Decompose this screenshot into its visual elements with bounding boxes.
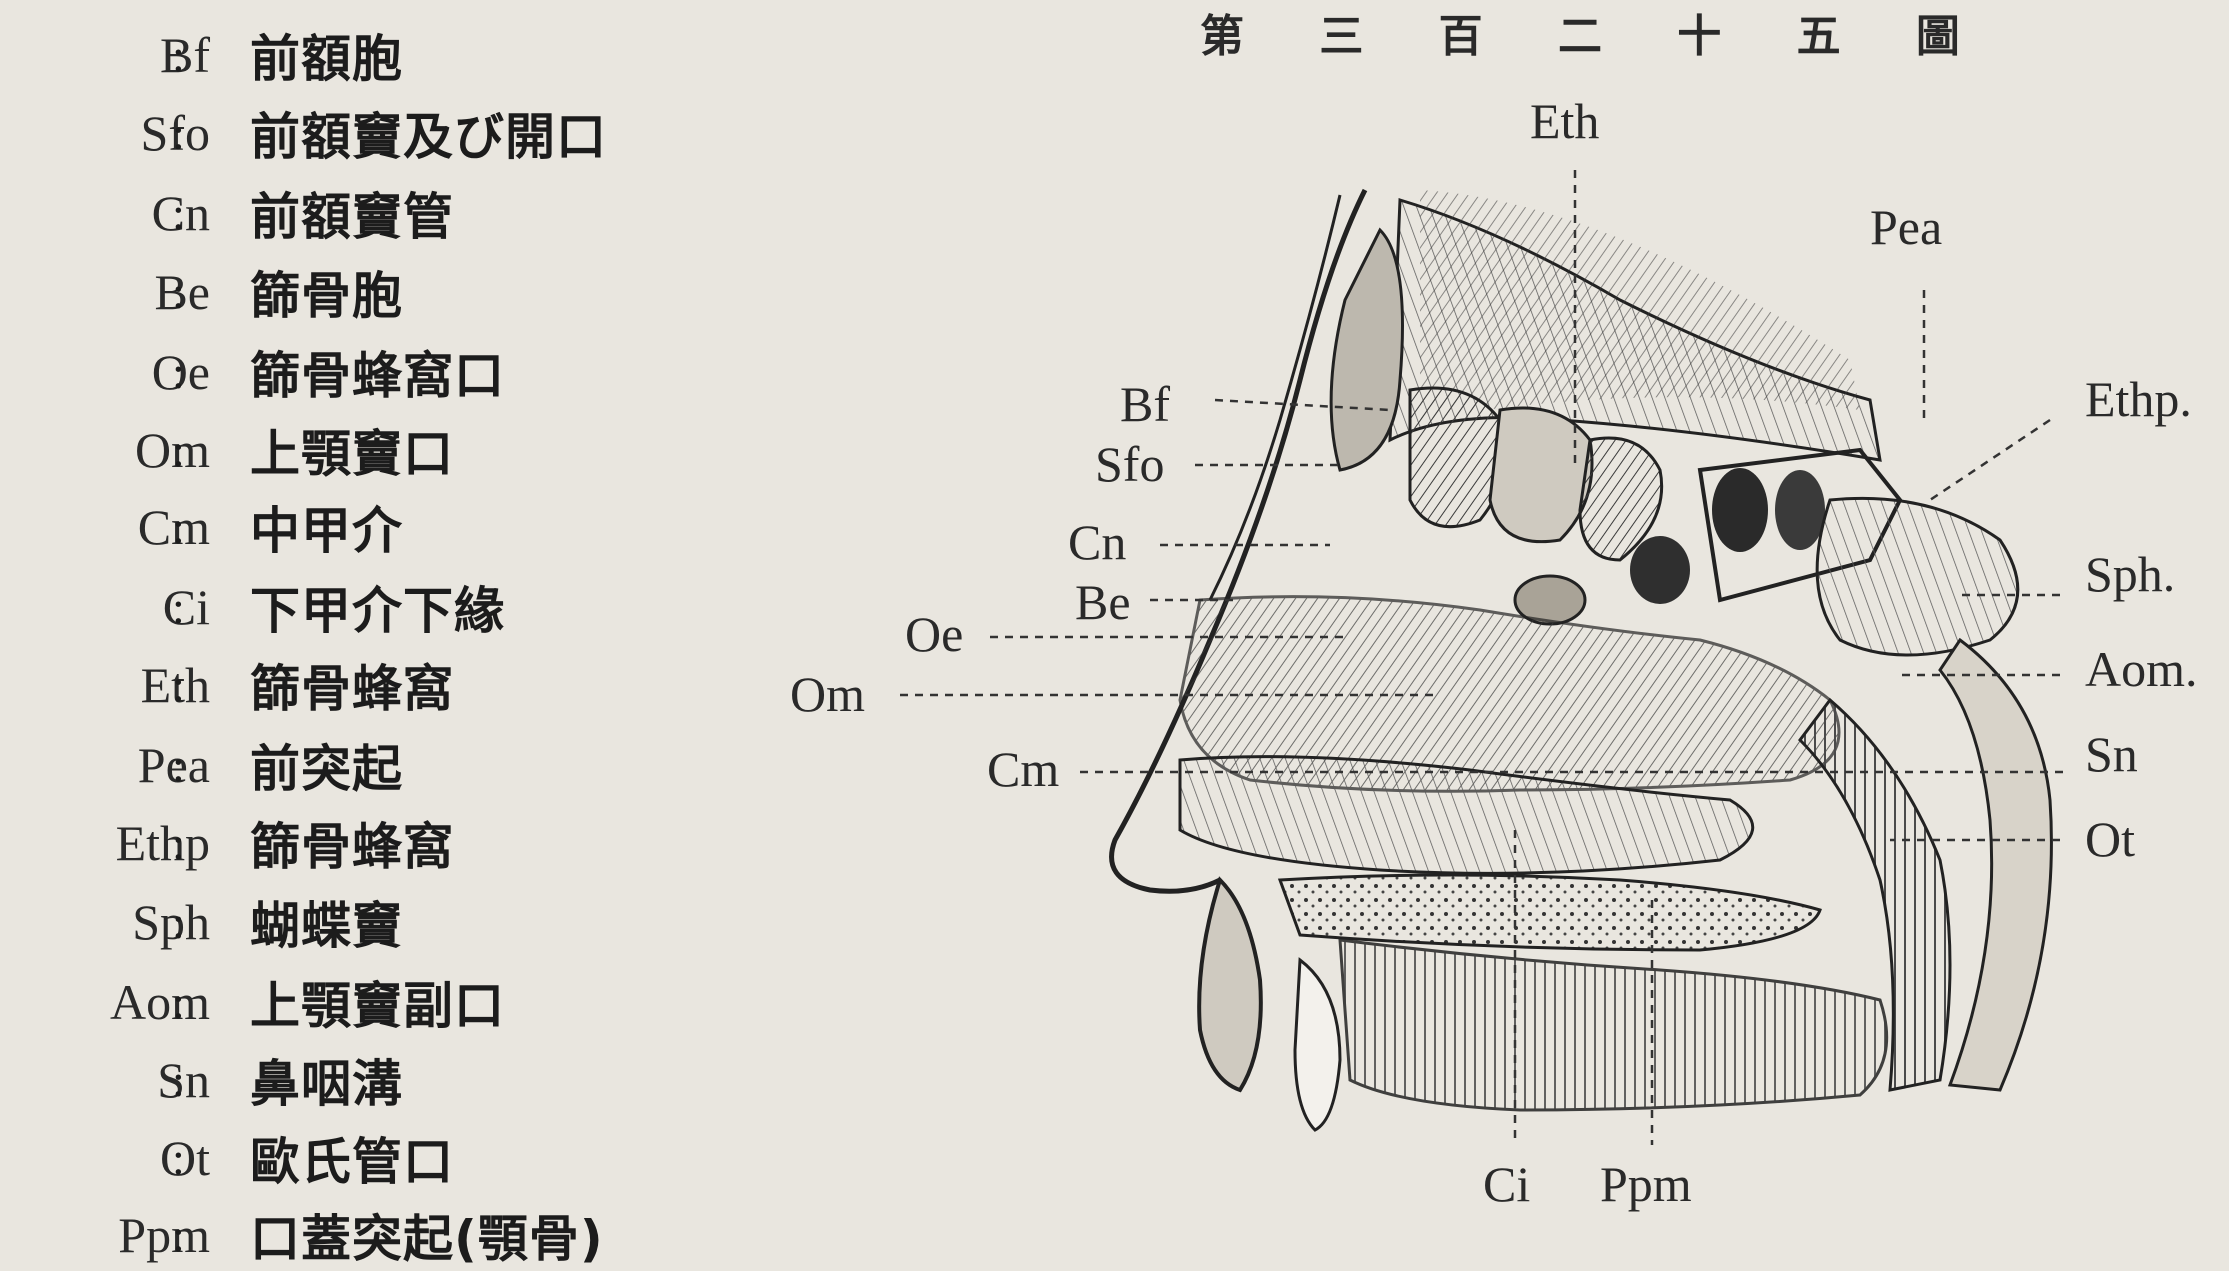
- posterior-pharynx: [1940, 640, 2051, 1090]
- callout-eth: Eth: [1530, 92, 1599, 150]
- callout-aom: Aom.: [2085, 640, 2198, 698]
- sphenoid-sinus: [1817, 498, 2018, 655]
- callout-cn: Cn: [1068, 513, 1126, 571]
- callout-sfo: Sfo: [1095, 435, 1164, 493]
- callout-sn: Sn: [2085, 725, 2138, 783]
- nasal-bone: [1210, 195, 1340, 600]
- callout-ppm: Ppm: [1600, 1155, 1692, 1213]
- oral-cavity-tongue: [1340, 940, 1887, 1110]
- callout-ci: Ci: [1483, 1155, 1530, 1213]
- upper-lip: [1199, 880, 1261, 1090]
- callout-pea: Pea: [1870, 198, 1942, 256]
- hard-palate: [1280, 875, 1820, 950]
- callout-ethp: Ethp.: [2085, 370, 2192, 428]
- cranium-region: [1420, 190, 1860, 420]
- incisor-tooth: [1295, 960, 1340, 1130]
- callout-sph: Sph.: [2085, 545, 2175, 603]
- callout-ot: Ot: [2085, 810, 2135, 868]
- callout-bf: Bf: [1120, 375, 1170, 433]
- leader-ethp: [1930, 420, 2050, 500]
- callout-be: Be: [1075, 573, 1131, 631]
- callout-om: Om: [790, 665, 865, 723]
- callout-oe: Oe: [905, 605, 963, 663]
- callout-cm: Cm: [987, 740, 1059, 798]
